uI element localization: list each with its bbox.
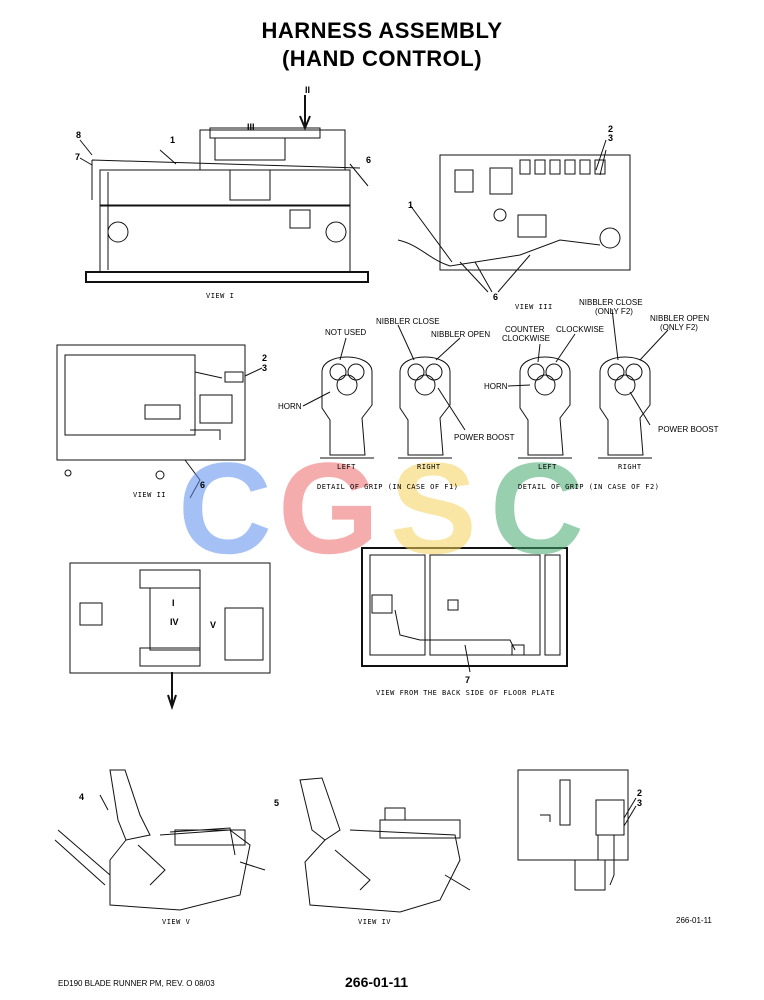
view-2-label: VIEW II: [133, 491, 167, 499]
callout-2b: 2: [262, 353, 268, 363]
view-5-label: VIEW V: [162, 918, 191, 926]
callout-4: 4: [79, 792, 85, 802]
control-box-drawing: [517, 769, 637, 891]
callout-6a: 6: [366, 155, 372, 165]
view-3-drawing: [56, 344, 263, 499]
callout-8: 8: [76, 130, 82, 140]
grip-power-boost-f1-label: POWER BOOST: [454, 433, 515, 442]
grip-horn-f1-label: HORN: [278, 402, 302, 411]
grip-nibbler-open-label: NIBBLER OPEN: [431, 330, 491, 339]
view-4b-drawing: [299, 777, 471, 913]
view-5-drawing: [54, 769, 266, 911]
grip-left-f1: LEFT: [337, 463, 356, 471]
view-4-label: VIEW IV: [358, 918, 392, 926]
grips-drawing: [302, 308, 669, 459]
callout-roman-1: I: [172, 598, 175, 608]
view-1-label: VIEW I: [206, 292, 235, 300]
grip-right-f1: RIGHT: [417, 463, 441, 471]
callout-1a: 1: [170, 135, 176, 145]
callout-7b: 7: [465, 675, 471, 685]
grip-counter-clockwise-label: CLOCKWISE: [502, 334, 551, 343]
watermark-c-blue: C: [178, 435, 272, 581]
drawing-ref: 266-01-11: [676, 916, 712, 925]
callout-6b: 6: [493, 292, 499, 302]
floor-plate-label: VIEW FROM THE BACK SIDE OF FLOOR PLATE: [376, 689, 556, 697]
view-1-drawing: [79, 95, 369, 283]
callout-roman-5: V: [210, 620, 217, 630]
watermark-c-green: C: [490, 435, 584, 581]
grip-f1-caption: DETAIL OF GRIP (IN CASE OF F1): [317, 483, 459, 491]
grip-counter-label: COUNTER: [505, 325, 545, 334]
title-line-2: (HAND CONTROL): [281, 46, 483, 71]
title-line-1: HARNESS ASSEMBLY: [261, 18, 503, 43]
view-2-drawing: [397, 139, 631, 293]
grip-f2-caption: DETAIL OF GRIP (IN CASE OF F2): [518, 483, 660, 491]
grip-left-f2: LEFT: [538, 463, 557, 471]
grip-right-f2: RIGHT: [618, 463, 642, 471]
grip-only-f2-label-1: (ONLY F2): [595, 307, 633, 316]
callout-2c: 2: [637, 788, 643, 798]
callout-2a: 2: [608, 124, 614, 134]
view-4-drawing: [69, 562, 271, 711]
callout-3b: 3: [262, 363, 268, 373]
callout-6c: 6: [200, 480, 206, 490]
view-3-label: VIEW III: [515, 303, 553, 311]
grip-clockwise-label: CLOCKWISE: [556, 325, 605, 334]
grip-nibbler-close-f2-label: NIBBLER CLOSE: [579, 298, 643, 307]
grip-not-used-label: NOT USED: [325, 328, 367, 337]
grip-nibbler-open-f2-label: NIBBLER OPEN: [650, 314, 710, 323]
callout-3c: 3: [637, 798, 643, 808]
footer-left: ED190 BLADE RUNNER PM, REV. O 08/03: [58, 979, 215, 988]
callout-7a: 7: [75, 152, 81, 162]
callout-3a: 3: [608, 133, 614, 143]
watermark-s-yellow: S: [390, 435, 477, 581]
callout-5: 5: [274, 798, 280, 808]
page-number: 266-01-11: [345, 974, 409, 990]
grip-nibbler-close-label: NIBBLER CLOSE: [376, 317, 440, 326]
callout-roman-3: III: [247, 122, 255, 132]
watermark-g-red: G: [278, 435, 380, 581]
grip-horn-f2-label: HORN: [484, 382, 508, 391]
callout-1b: 1: [408, 200, 414, 210]
callout-roman-4: IV: [170, 617, 179, 627]
grip-only-f2-label-2: (ONLY F2): [660, 323, 698, 332]
callout-roman-2: II: [305, 85, 311, 95]
grip-power-boost-f2-label: POWER BOOST: [658, 425, 719, 434]
floor-plate-drawing: [361, 547, 568, 673]
